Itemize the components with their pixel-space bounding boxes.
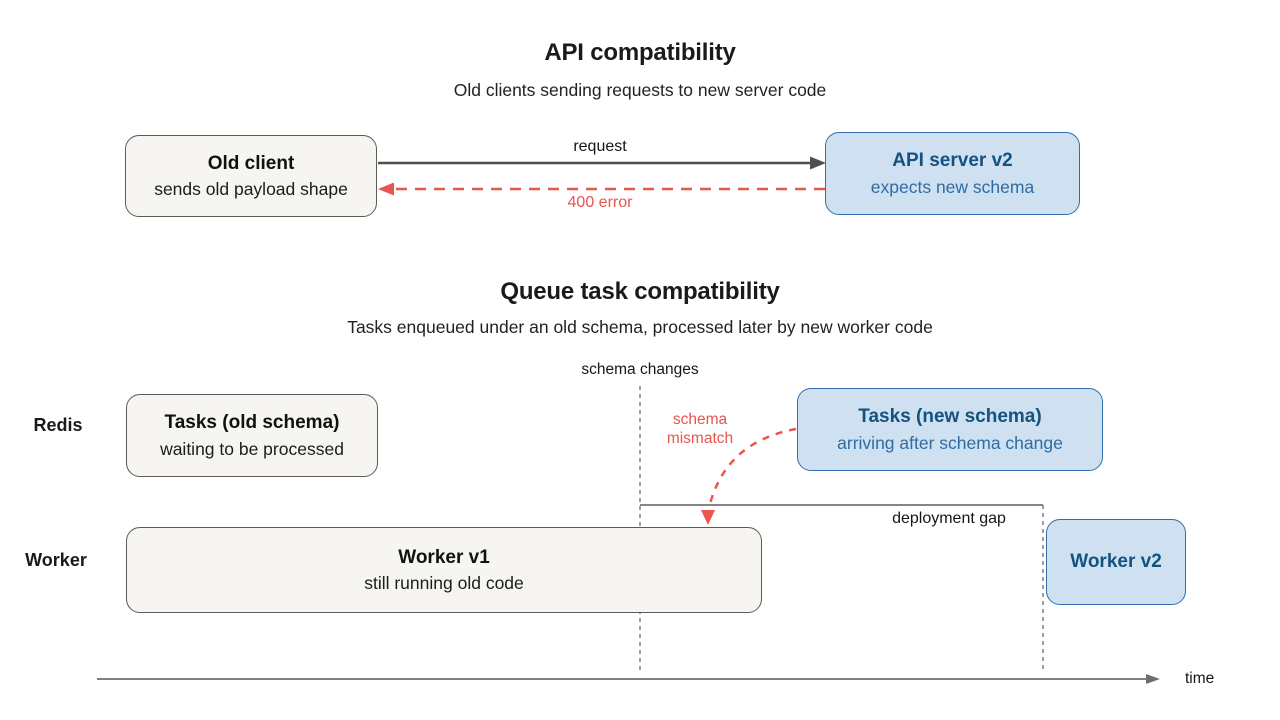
worker-row-label: Worker: [25, 550, 87, 570]
time-axis-label: time: [1185, 670, 1215, 687]
tasks-old-schema-box: Tasks (old schema) waiting to be process…: [126, 394, 378, 477]
schema-mismatch-label: schema mismatch: [666, 411, 734, 448]
api-section-subtitle: Old clients sending requests to new serv…: [453, 80, 827, 100]
old-client-box-subtitle: sends old payload shape: [154, 179, 348, 200]
tasks-new-schema-box-title: Tasks (new schema): [858, 406, 1042, 428]
schema-mismatch-arrowhead-icon: [701, 510, 715, 525]
api-server-v2-box-title: API server v2: [892, 150, 1013, 172]
timeline-arrowhead-icon: [1146, 674, 1160, 684]
worker-v2-box: Worker v2: [1046, 519, 1186, 605]
request-arrowhead-icon: [810, 156, 826, 170]
request-arrow-label: request: [573, 138, 627, 155]
tasks-new-schema-box-subtitle: arriving after schema change: [837, 432, 1063, 453]
api-server-v2-box-subtitle: expects new schema: [870, 176, 1035, 197]
api-server-v2-box: API server v2 expects new schema: [825, 132, 1080, 215]
schema-mismatch-curve-arrow: [707, 427, 797, 509]
deployment-gap-label: deployment gap: [892, 510, 1006, 527]
worker-v1-box: Worker v1 still running old code: [126, 527, 762, 613]
worker-v1-box-title: Worker v1: [398, 546, 490, 568]
error-arrowhead-icon: [378, 182, 394, 196]
queue-section-title: Queue task compatibility: [500, 278, 780, 305]
worker-v1-box-subtitle: still running old code: [364, 573, 524, 594]
error-arrow-label: 400 error: [567, 194, 633, 211]
tasks-new-schema-box: Tasks (new schema) arriving after schema…: [797, 388, 1103, 471]
old-client-box-title: Old client: [207, 152, 295, 174]
old-client-box: Old client sends old payload shape: [125, 135, 377, 217]
tasks-old-schema-box-title: Tasks (old schema): [164, 412, 340, 434]
schema-changes-label: schema changes: [581, 361, 699, 378]
queue-section-subtitle: Tasks enqueued under an old schema, proc…: [347, 317, 933, 337]
worker-v2-box-title: Worker v2: [1070, 550, 1162, 572]
api-section-title: API compatibility: [544, 39, 736, 66]
redis-row-label: Redis: [33, 415, 83, 435]
tasks-old-schema-box-subtitle: waiting to be processed: [160, 438, 344, 459]
